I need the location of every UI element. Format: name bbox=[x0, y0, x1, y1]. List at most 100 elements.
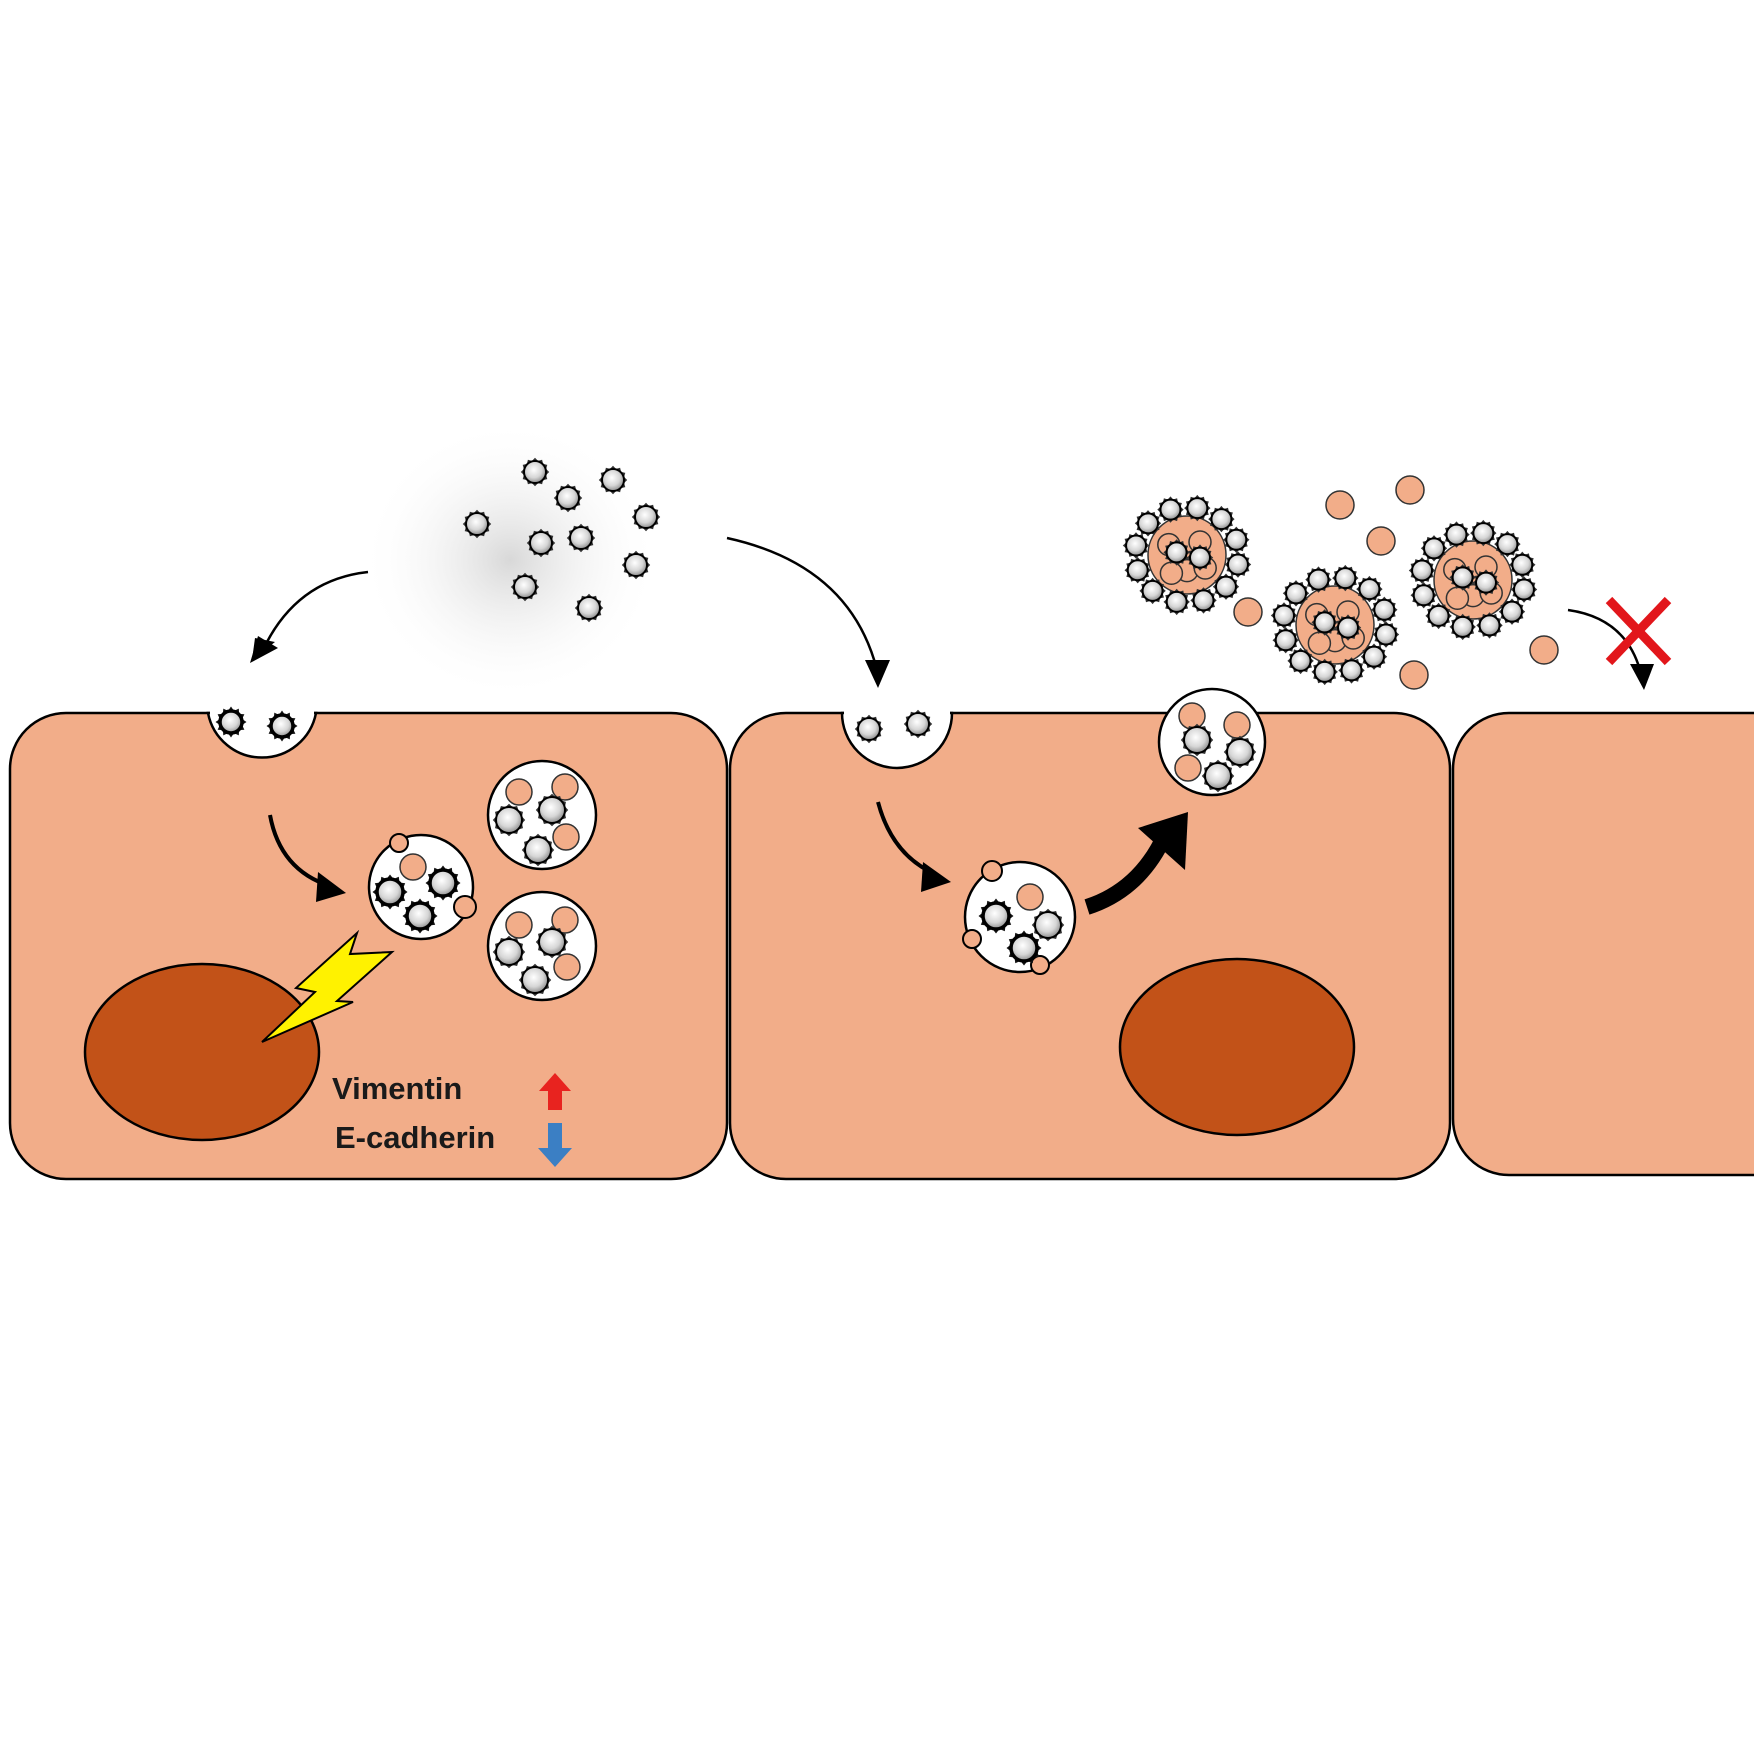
nanoparticle bbox=[1223, 526, 1250, 553]
nanoparticle bbox=[1425, 602, 1452, 630]
lightning-bolt-icon bbox=[261, 929, 395, 1043]
nanoparticle bbox=[518, 963, 552, 997]
protein-particle bbox=[551, 773, 579, 801]
nanoparticle bbox=[1287, 647, 1314, 675]
nanoparticle bbox=[1356, 575, 1383, 603]
nanoparticle bbox=[1139, 577, 1166, 605]
uptake-arrow-left bbox=[250, 570, 369, 663]
nanoparticle bbox=[621, 550, 651, 580]
protein-particle bbox=[1395, 475, 1425, 505]
nanoparticle bbox=[1498, 598, 1526, 625]
nanoparticle bbox=[1420, 535, 1448, 562]
protein-particle bbox=[1159, 561, 1184, 585]
arrow-down-icon bbox=[538, 1123, 572, 1167]
nanoparticle bbox=[1282, 580, 1310, 607]
nanoparticle bbox=[1449, 613, 1476, 641]
nanoparticle bbox=[1360, 643, 1388, 670]
protein-particle bbox=[1233, 597, 1263, 627]
protein-particle bbox=[553, 953, 581, 981]
protein-particle bbox=[551, 906, 579, 934]
nanoparticle bbox=[1372, 621, 1400, 648]
cell-middle bbox=[728, 711, 1452, 1181]
particle-layer bbox=[215, 457, 1559, 997]
nanoparticle bbox=[854, 714, 884, 744]
nanoparticle bbox=[535, 925, 569, 959]
protein-particle bbox=[1223, 711, 1251, 739]
nanoparticle bbox=[1371, 596, 1398, 623]
nanoparticle bbox=[510, 572, 540, 602]
protein-particle bbox=[399, 853, 427, 881]
nanoparticle bbox=[631, 502, 661, 532]
nanoparticle bbox=[1510, 576, 1538, 603]
protein-particle bbox=[1016, 883, 1044, 911]
nanoparticle bbox=[1180, 723, 1214, 757]
protein-particle bbox=[1307, 631, 1332, 655]
nanoparticle bbox=[492, 803, 526, 837]
nanoparticle bbox=[1472, 569, 1500, 596]
vesicle bbox=[367, 833, 477, 941]
nanoparticle bbox=[535, 793, 569, 827]
nanoparticle bbox=[1201, 759, 1235, 793]
nanoparticle bbox=[1190, 587, 1217, 614]
nanoparticle bbox=[1223, 735, 1257, 769]
protein-particle bbox=[552, 823, 580, 851]
nanoparticle bbox=[1208, 505, 1235, 533]
uptake-arrow-right bbox=[726, 536, 890, 688]
protein-particle bbox=[1178, 702, 1206, 730]
nanoparticle bbox=[1184, 494, 1211, 522]
nanoparticle bbox=[598, 465, 628, 495]
nanoparticle bbox=[1224, 551, 1252, 578]
nanoparticle bbox=[1470, 519, 1497, 547]
protein-particle bbox=[1399, 660, 1429, 690]
protein-particle bbox=[1325, 490, 1355, 520]
nanoparticle bbox=[1408, 557, 1436, 584]
nanoparticle bbox=[1134, 510, 1162, 537]
internalize-arrow-middle bbox=[876, 801, 951, 892]
nanoparticle bbox=[372, 874, 408, 910]
nanoparticle bbox=[574, 593, 604, 623]
nanoparticle bbox=[1305, 566, 1332, 593]
nanoparticle bbox=[1270, 602, 1298, 629]
nanoparticle bbox=[1509, 551, 1536, 578]
protein-particle bbox=[505, 778, 533, 806]
nanoparticle bbox=[978, 898, 1014, 934]
nanoparticle bbox=[566, 523, 596, 553]
nanoparticle bbox=[462, 509, 492, 539]
protein-particle bbox=[505, 911, 533, 939]
blocked-uptake-arrow bbox=[1567, 608, 1654, 690]
protein-particle bbox=[1366, 526, 1396, 556]
nanoparticle bbox=[521, 833, 555, 867]
nanoparticle bbox=[1311, 609, 1338, 636]
protein-particle bbox=[1529, 635, 1559, 665]
nanoparticle bbox=[520, 457, 550, 487]
nanoparticle bbox=[1449, 564, 1476, 591]
nanoparticle bbox=[1443, 521, 1470, 548]
arrow-up-icon bbox=[539, 1073, 571, 1110]
marker-ecadherin-label: E-cadherin bbox=[335, 1120, 495, 1155]
nucleus-middle bbox=[1118, 957, 1356, 1137]
nanoparticle bbox=[1163, 539, 1190, 566]
nanoparticle bbox=[1410, 582, 1437, 609]
nanoparticle bbox=[1476, 612, 1503, 639]
nanoparticle bbox=[1212, 573, 1240, 600]
nanoparticle bbox=[425, 865, 461, 901]
x-mark-icon bbox=[1605, 596, 1672, 666]
nanoparticle bbox=[1334, 614, 1362, 641]
nanoparticle bbox=[526, 528, 556, 558]
nanoparticle bbox=[1006, 930, 1042, 966]
nanoparticle bbox=[1332, 564, 1359, 592]
nanoparticle bbox=[1124, 557, 1151, 584]
nanoparticle bbox=[1494, 530, 1521, 558]
internalize-arrow-left bbox=[268, 814, 346, 902]
nanoparticle bbox=[903, 709, 933, 739]
vesicle bbox=[962, 860, 1077, 975]
nanoparticle bbox=[1272, 627, 1299, 654]
nanoparticle bbox=[1157, 496, 1184, 523]
nanoparticle bbox=[402, 898, 438, 934]
particle-haze bbox=[360, 420, 660, 700]
nanoparticle bbox=[1338, 657, 1365, 684]
protein-particle bbox=[1174, 754, 1202, 782]
exocytosis-arrow bbox=[1084, 812, 1188, 915]
nanoparticle bbox=[1186, 544, 1214, 571]
